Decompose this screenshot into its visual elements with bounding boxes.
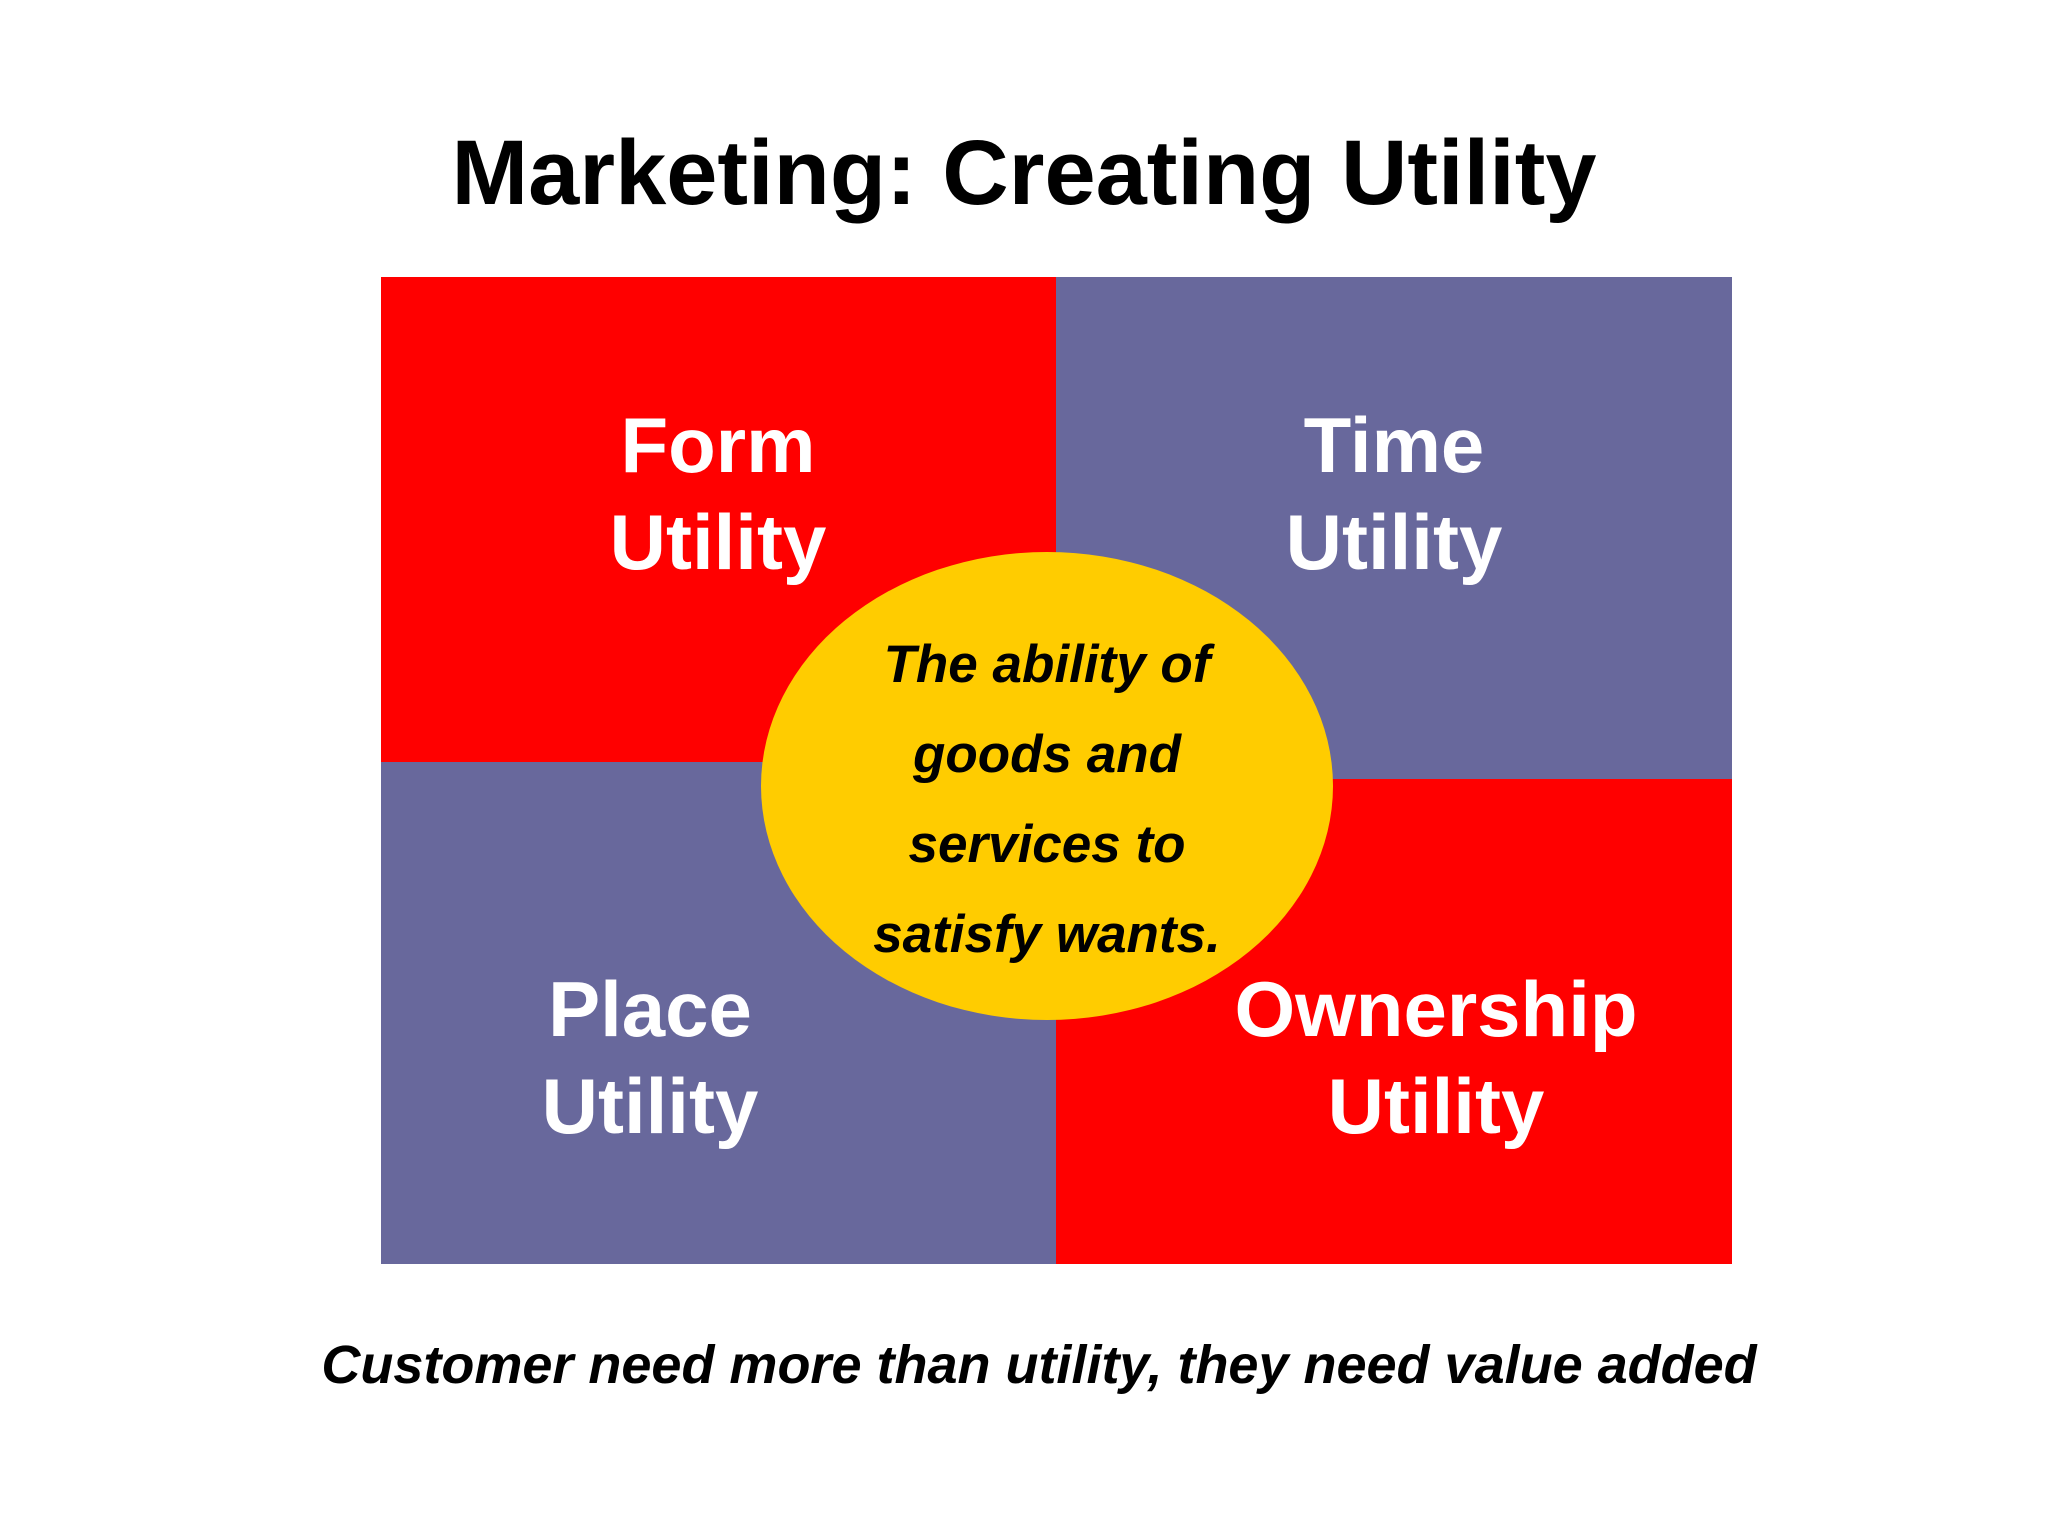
utility-definition-ellipse bbox=[761, 552, 1333, 1020]
form-utility-line2: Utility bbox=[609, 498, 827, 586]
ownership-utility-line1: Ownership bbox=[1234, 965, 1638, 1053]
ownership-utility-line2: Utility bbox=[1327, 1062, 1545, 1150]
time-utility-line1: Time bbox=[1303, 401, 1485, 489]
time-utility-line2: Utility bbox=[1285, 498, 1503, 586]
utility-definition-line1: The ability of bbox=[883, 635, 1211, 694]
utility-definition-text: The ability of goods and services to sat… bbox=[761, 620, 1333, 980]
ownership-utility-label: Ownership Utility bbox=[1186, 961, 1686, 1155]
place-utility-label: Place Utility bbox=[440, 961, 860, 1155]
form-utility-line1: Form bbox=[620, 401, 816, 489]
form-utility-label: Form Utility bbox=[508, 397, 928, 591]
place-utility-line2: Utility bbox=[541, 1062, 759, 1150]
utility-definition-line3: services to bbox=[908, 815, 1186, 874]
utility-definition-line2: goods and bbox=[913, 725, 1181, 784]
time-utility-label: Time Utility bbox=[1184, 397, 1604, 591]
utility-definition-line4: satisfy wants. bbox=[873, 905, 1221, 964]
slide-title: Marketing: Creating Utility bbox=[451, 122, 1597, 224]
place-utility-line1: Place bbox=[548, 965, 752, 1053]
footer-note: Customer need more than utility, they ne… bbox=[321, 1335, 1757, 1395]
